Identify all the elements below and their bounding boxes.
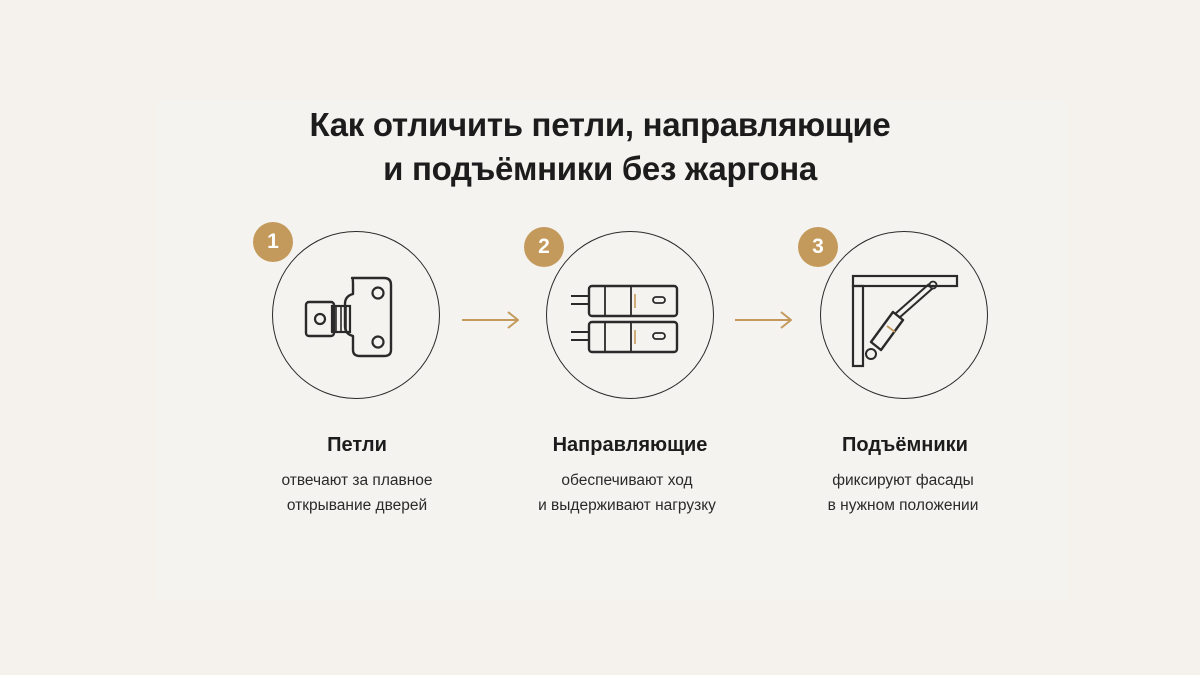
hinge-icon <box>304 276 393 358</box>
step-2-badge: 2 <box>524 227 564 267</box>
step-1-badge: 1 <box>253 222 293 262</box>
arrow-right-icon <box>462 311 519 329</box>
step-2-label: Направляющие <box>552 434 708 456</box>
step-2-desc-line-1: обеспечивают ход <box>561 472 693 489</box>
step-2-circle <box>546 231 714 399</box>
title-line-2: и подъёмники без жаргона <box>383 150 817 187</box>
step-1-description: отвечают за плавное открывание дверей <box>227 468 487 518</box>
step-3-description: фиксируют фасады в нужном положении <box>773 468 1033 518</box>
step-1-circle <box>272 231 440 399</box>
step-3-circle <box>820 231 988 399</box>
step-1-desc-line-2: открывание дверей <box>286 497 428 514</box>
step-3-desc-line-1: фиксируют фасады <box>832 472 974 489</box>
step-3-badge: 3 <box>798 227 838 267</box>
lift-mechanism-icon <box>851 274 959 368</box>
page-title: Как отличить петли, направляющие и подъё… <box>0 103 1200 191</box>
step-3-label: Подъёмники <box>842 434 968 456</box>
arrow-right-icon <box>735 311 792 329</box>
step-3-desc-line-2: в нужном положении <box>827 497 979 514</box>
drawer-slide-icon <box>571 284 679 354</box>
step-1-label: Петли <box>327 434 387 456</box>
step-2-desc-line-2: и выдерживают нагрузку <box>538 497 716 514</box>
title-line-1: Как отличить петли, направляющие <box>309 106 891 143</box>
step-2-description: обеспечивают ход и выдерживают нагрузку <box>497 468 757 518</box>
step-1-desc-line-1: отвечают за плавное <box>281 472 433 489</box>
